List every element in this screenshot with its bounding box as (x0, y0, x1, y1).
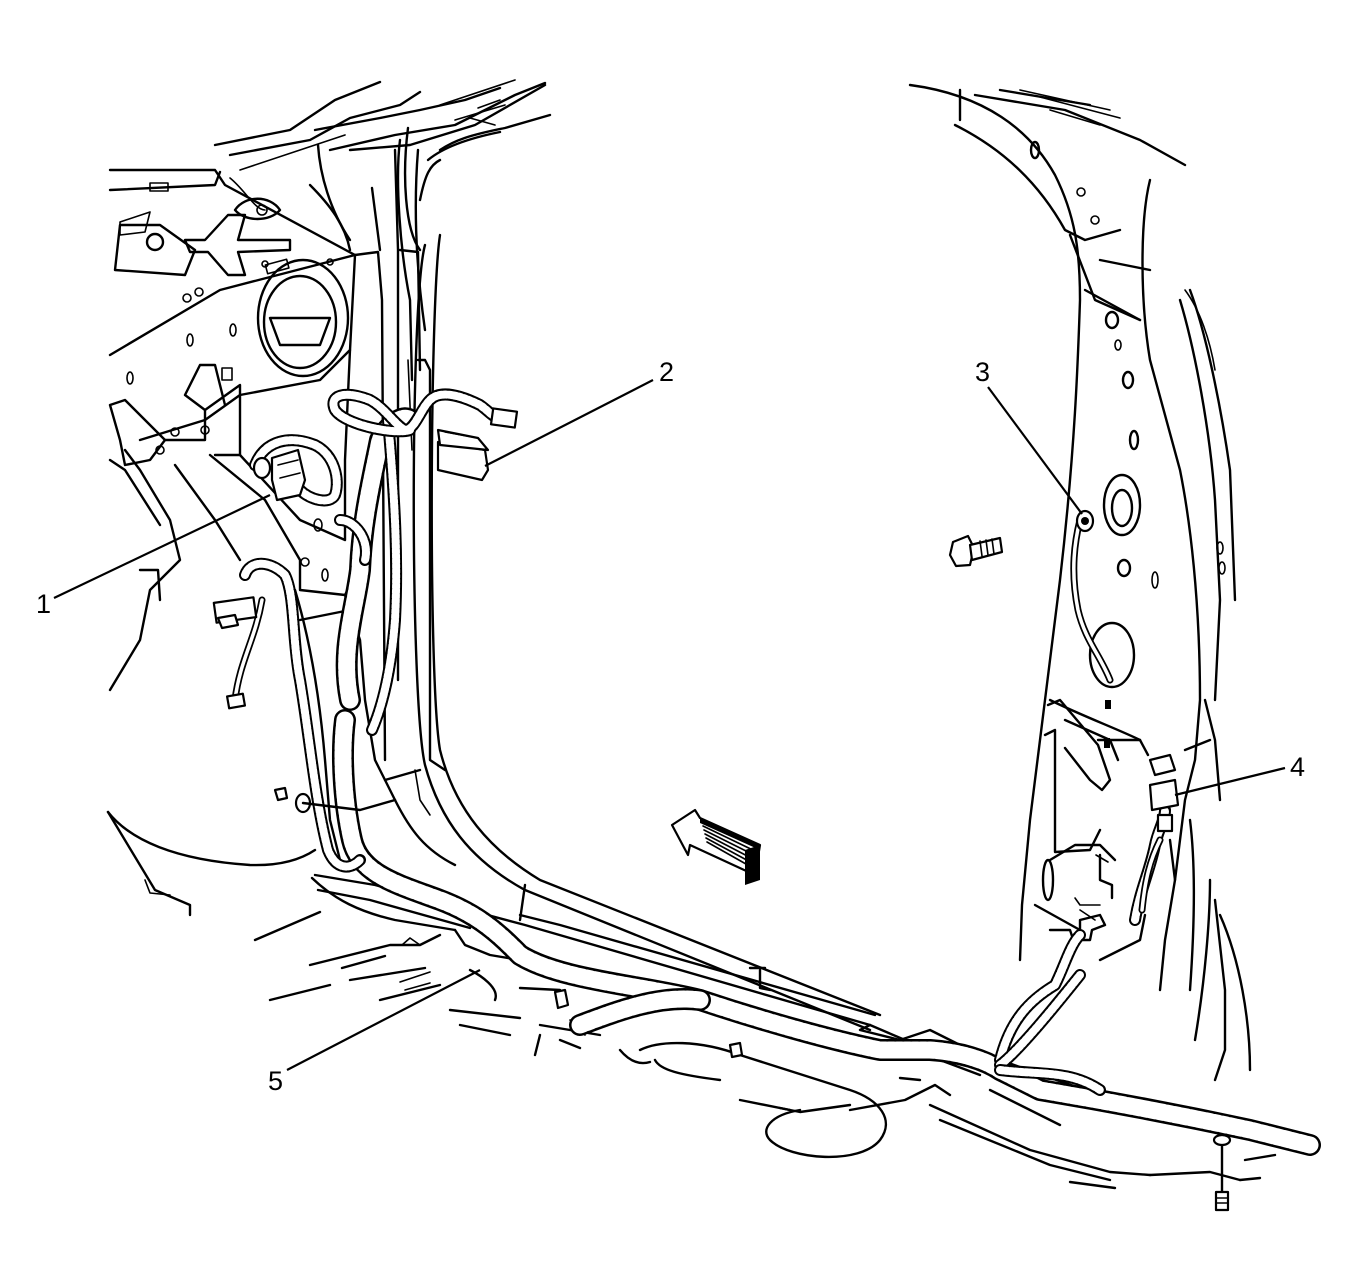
connector-left-lower (212, 596, 258, 710)
wiring-harness-icon (231, 388, 1321, 1156)
svg-text:3: 3 (975, 357, 990, 387)
connector-2 (436, 407, 519, 482)
callout-5: 5 (268, 969, 481, 1096)
front-direction-arrow-icon (670, 808, 762, 885)
bolt-icon (273, 509, 1232, 1212)
svg-text:2: 2 (659, 357, 674, 387)
connector-1 (252, 448, 307, 502)
callout-3: 3 (975, 357, 1083, 515)
connector-4 (1138, 753, 1180, 914)
callout-4: 4 (1174, 752, 1305, 797)
svg-text:1: 1 (36, 589, 51, 619)
svg-text:4: 4 (1290, 752, 1305, 782)
callout-1: 1 (36, 494, 271, 619)
svg-text:5: 5 (268, 1066, 283, 1096)
b-pillar (908, 83, 1252, 1082)
callout-2: 2 (484, 357, 674, 467)
left-front-body-structure (106, 168, 397, 917)
a-pillar-and-door-opening (213, 79, 1277, 1190)
